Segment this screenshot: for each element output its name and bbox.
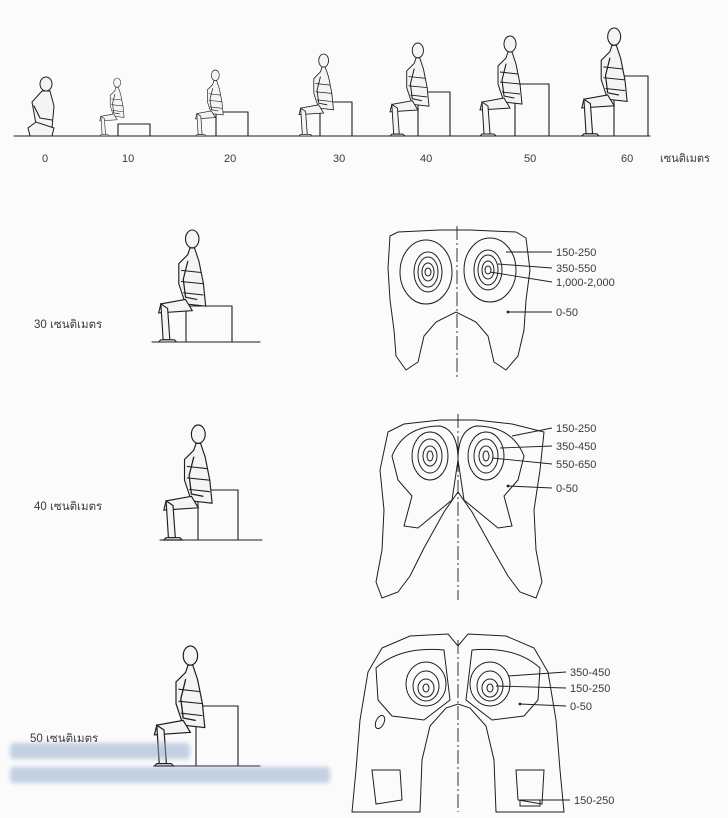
seated-figure xyxy=(159,230,206,342)
height-unit: เซนติเมตร xyxy=(660,153,710,165)
height-tick: 20 xyxy=(224,153,236,165)
pressure-map xyxy=(376,414,552,600)
seat-block xyxy=(186,306,232,342)
pressure-zone-label: 0-50 xyxy=(570,701,592,713)
figure-seat-60 xyxy=(582,28,648,136)
figure-seat-40 xyxy=(390,43,450,136)
pressure-zone-label: 350-550 xyxy=(556,263,596,275)
seated-figure xyxy=(164,425,212,540)
pressure-zone-label: 350-450 xyxy=(556,441,596,453)
height-tick: 40 xyxy=(420,153,432,165)
pressure-zone-label: 1,000-2,000 xyxy=(556,277,615,289)
height-row: 0 10 20 30 40 50 60 เซนติเมตร xyxy=(14,28,710,165)
figure-seat-50 xyxy=(480,36,549,136)
height-tick: 50 xyxy=(524,153,536,165)
seated-figure xyxy=(154,646,204,766)
height-tick: 0 xyxy=(42,153,48,165)
figure-seat-0 xyxy=(28,77,54,136)
height-tick: 10 xyxy=(122,153,134,165)
pressure-zone-label: 150-250 xyxy=(574,795,614,807)
panel-seat-40: 40 เซนติเมตร 150-250 350-450 550-650 0- xyxy=(34,414,596,600)
pressure-map xyxy=(388,226,552,378)
panel-seat-30: 30 เซนติเมตร 150-250 350-550 1,000-2 xyxy=(34,226,615,378)
figure-seat-10 xyxy=(100,78,150,136)
pressure-zone-label: 550-650 xyxy=(556,459,596,471)
height-tick: 60 xyxy=(621,153,633,165)
seat-height-label: 30 เซนติเมตร xyxy=(34,318,102,331)
pressure-zone-label: 350-450 xyxy=(570,667,610,679)
figure-seat-20 xyxy=(196,70,248,136)
seat-height-label: 40 เซนติเมตร xyxy=(34,500,102,513)
pressure-zone-label: 150-250 xyxy=(570,683,610,695)
figure-seat-30 xyxy=(299,54,352,136)
pressure-zone-label: 0-50 xyxy=(556,483,578,495)
pressure-zone-label: 150-250 xyxy=(556,423,596,435)
height-tick: 30 xyxy=(333,153,345,165)
panel-seat-50: 50 เซนติเมตร 350-450 xyxy=(30,634,614,812)
pressure-zone-label: 0-50 xyxy=(556,307,578,319)
pressure-map xyxy=(352,634,570,812)
pressure-zone-label: 150-250 xyxy=(556,247,596,259)
seat-height-label: 50 เซนติเมตร xyxy=(30,732,98,745)
